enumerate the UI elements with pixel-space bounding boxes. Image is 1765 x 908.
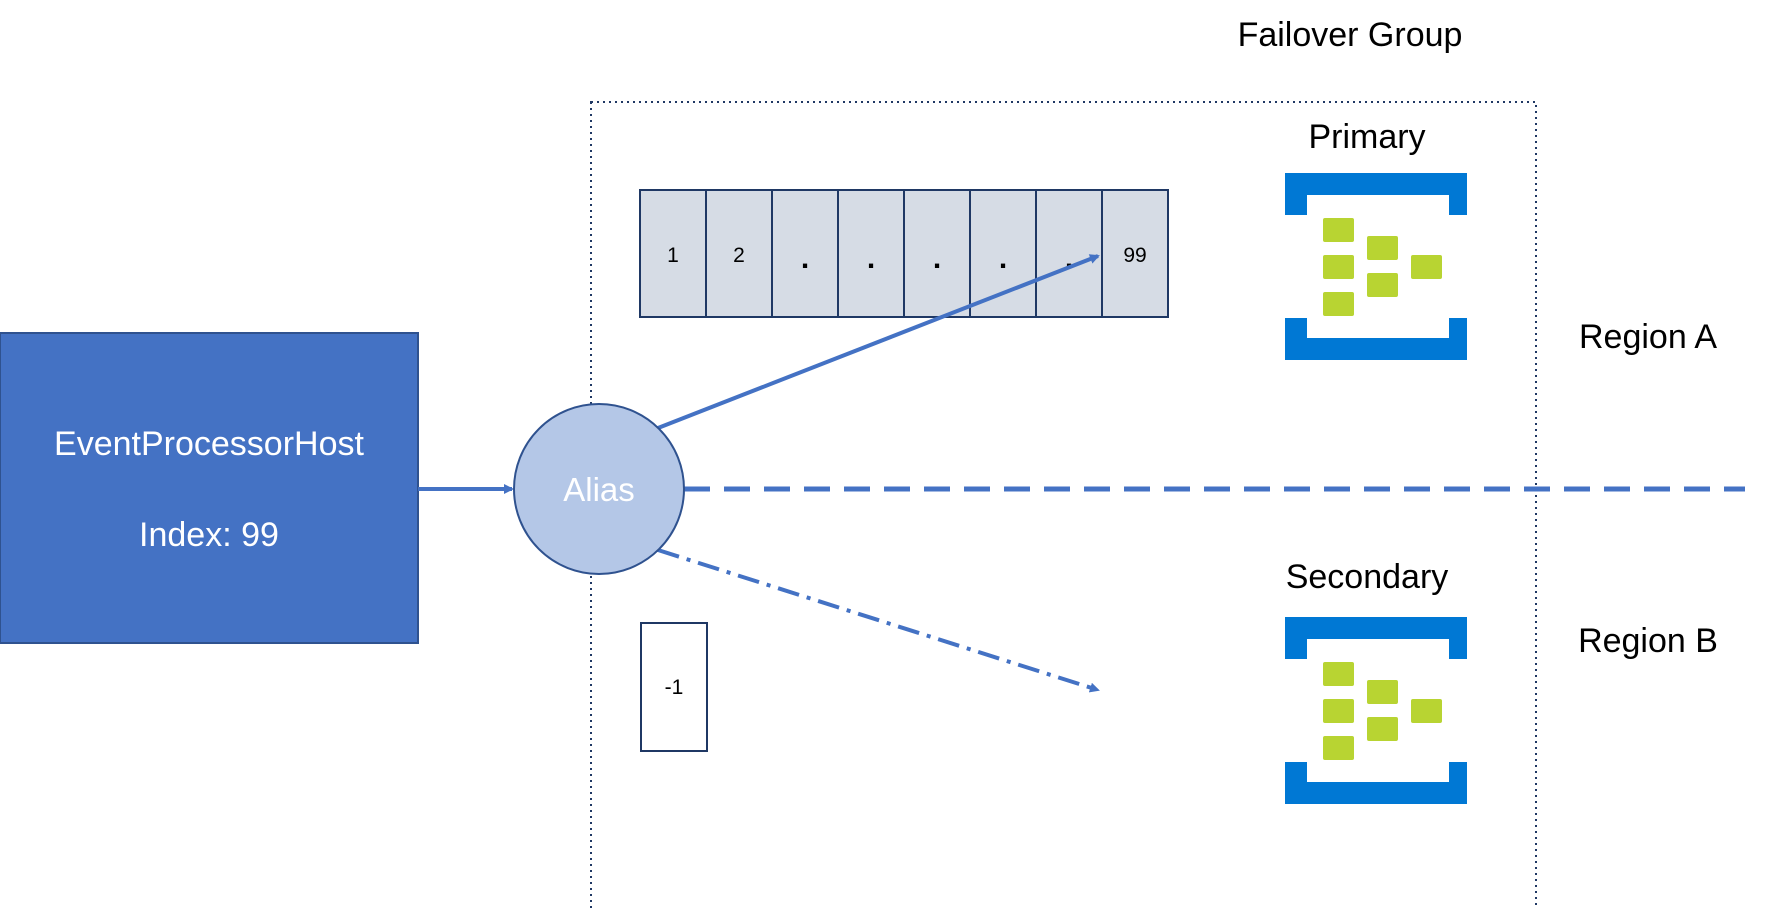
offset-cell: -1 xyxy=(665,676,684,699)
region-a-label: Region A xyxy=(1579,318,1717,356)
offset-cell: . xyxy=(867,242,875,275)
event-hubs-icon xyxy=(1285,173,1467,360)
offset-cell: . xyxy=(933,242,941,275)
offset-cell: 2 xyxy=(733,244,745,267)
offset-cell: . xyxy=(999,242,1007,275)
failover-group-label: Failover Group xyxy=(1238,16,1463,54)
offset-cell: 99 xyxy=(1123,244,1146,267)
secondary-label: Secondary xyxy=(1286,558,1449,596)
offset-cell: . xyxy=(1065,242,1073,275)
offset-cell: 1 xyxy=(667,244,679,267)
event-processor-host: EventProcessorHost Index: 99 xyxy=(0,332,419,644)
primary-offset-strip: 1 2 . . . . . 99 xyxy=(639,189,1169,318)
alias-to-primary-arrow xyxy=(657,254,1100,430)
host-name: EventProcessorHost xyxy=(54,425,364,463)
alias-node: Alias xyxy=(513,403,685,575)
event-hubs-icon xyxy=(1285,617,1467,804)
host-index: Index: 99 xyxy=(139,516,279,554)
alias-label: Alias xyxy=(563,471,635,508)
primary-label: Primary xyxy=(1308,118,1425,156)
alias-to-secondary-arrow xyxy=(657,548,1100,693)
offset-cell: . xyxy=(801,242,809,275)
secondary-offset-strip: -1 xyxy=(640,622,708,752)
region-b-label: Region B xyxy=(1578,622,1718,660)
